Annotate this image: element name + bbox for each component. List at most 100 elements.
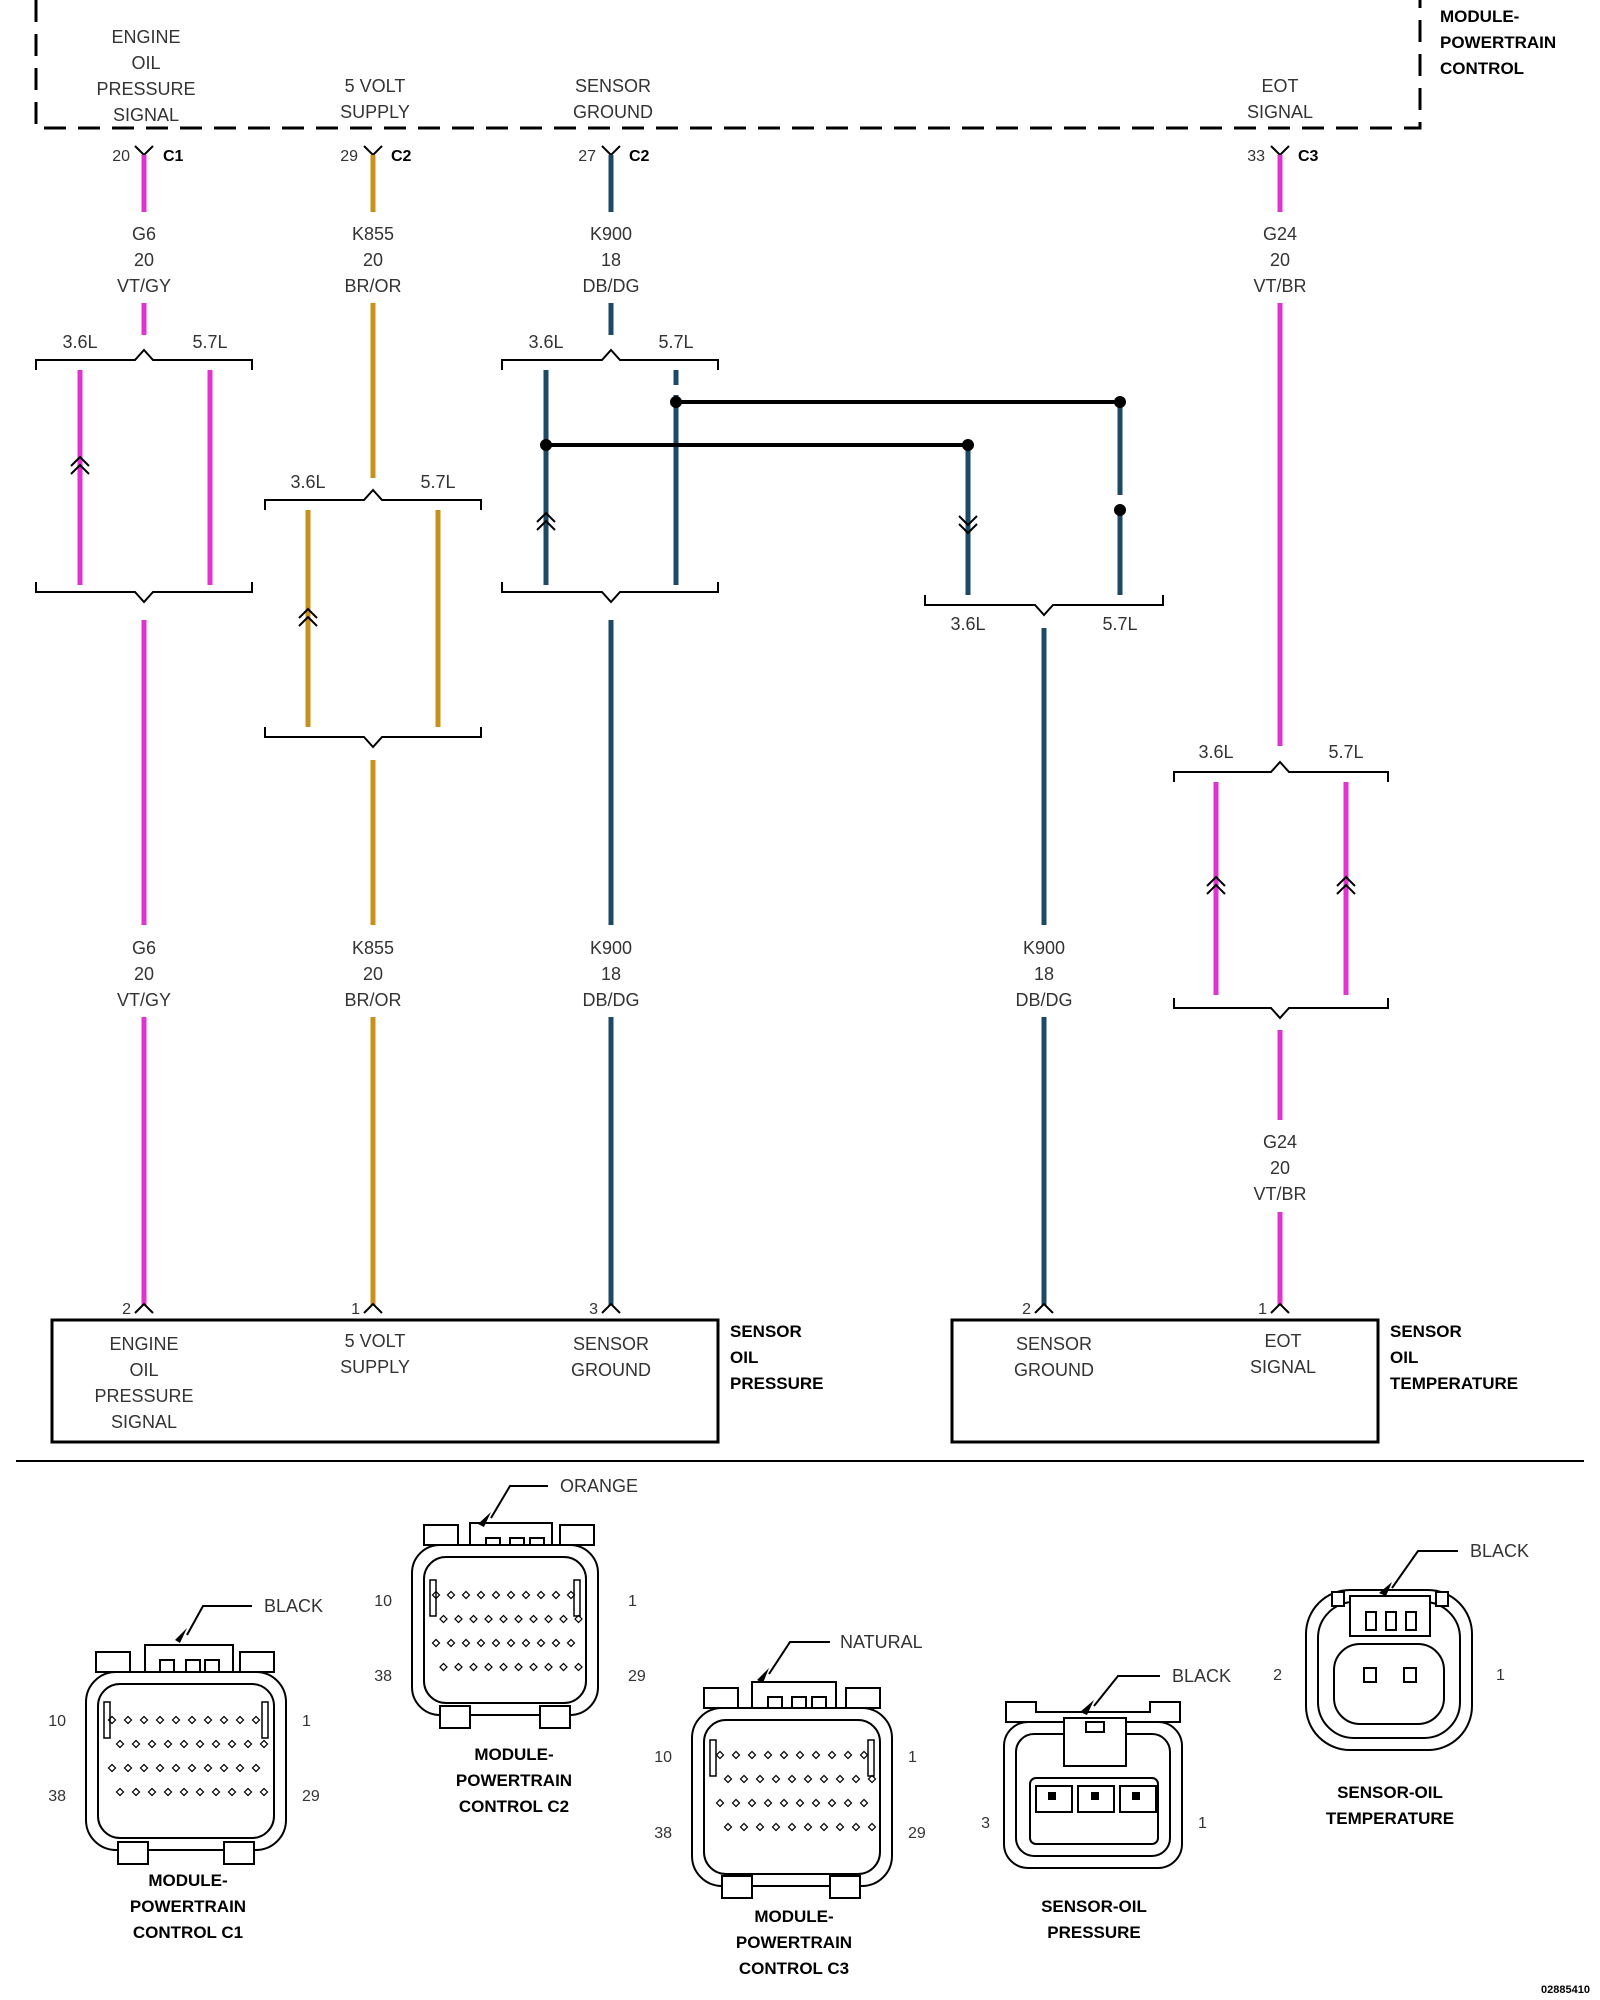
svg-text:20: 20	[363, 250, 383, 270]
svg-text:DB/DG: DB/DG	[1015, 990, 1072, 1010]
svg-text:TEMPERATURE: TEMPERATURE	[1390, 1374, 1518, 1393]
svg-text:5.7L: 5.7L	[1102, 614, 1137, 634]
pin-cavity	[731, 1798, 741, 1808]
svg-text:SENSOR: SENSOR	[730, 1322, 802, 1341]
svg-text:CONTROL C2: CONTROL C2	[459, 1797, 569, 1816]
pcm-pin-label: 5 VOLT	[345, 76, 406, 96]
svg-text:C3: C3	[1298, 148, 1319, 165]
svg-text:20: 20	[363, 964, 383, 984]
pin-cavity	[787, 1774, 797, 1784]
svg-text:1: 1	[908, 1749, 917, 1766]
wire-breaks	[672, 385, 1124, 505]
pin-cavity	[195, 1739, 205, 1749]
pcm-pin-label: SUPPLY	[340, 102, 410, 122]
pin-cavity	[819, 1774, 829, 1784]
pin-cavity	[187, 1763, 197, 1773]
svg-text:DB/DG: DB/DG	[582, 276, 639, 296]
svg-text:18: 18	[601, 250, 621, 270]
variant-braces	[35, 348, 1389, 1020]
svg-text:OIL: OIL	[129, 1360, 158, 1380]
svg-text:SUPPLY: SUPPLY	[340, 1357, 410, 1377]
pin-cavity	[484, 1614, 493, 1624]
pin-cavity	[867, 1822, 877, 1832]
pin-cavity	[107, 1763, 117, 1773]
svg-text:POWERTRAIN: POWERTRAIN	[736, 1933, 852, 1952]
pcm-pin-label: SIGNAL	[113, 105, 179, 125]
pin-cavity	[469, 1662, 478, 1672]
pin-cavity	[115, 1739, 125, 1749]
pin-cavity	[755, 1822, 765, 1832]
pin-cavity	[739, 1774, 749, 1784]
wire-labels: G6 20 VT/GY K855 20 BR/OR K900 18 DB/DG …	[117, 224, 1307, 1204]
svg-text:29: 29	[908, 1825, 926, 1842]
pin-cavity	[131, 1739, 141, 1749]
svg-text:OIL: OIL	[730, 1348, 758, 1367]
svg-text:3: 3	[589, 1301, 598, 1318]
pin-cavity	[715, 1798, 725, 1808]
pin-cavity	[835, 1822, 845, 1832]
pin-cavity	[843, 1798, 853, 1808]
connector-view-pcm-c3: NATURAL 10 38 1 29 MODULE- POWERTRAIN CO…	[654, 1632, 926, 1978]
pcm-title-line3: CONTROL	[1440, 59, 1524, 78]
pcm-title-line2: POWERTRAIN	[1440, 33, 1556, 52]
pin-cavity	[171, 1715, 181, 1725]
svg-text:18: 18	[601, 964, 621, 984]
sensor-oil-pressure: 2 1 3 ENGINE OIL PRESSURE SIGNAL 5 VOLT …	[50, 1301, 824, 1444]
pcm-module: MODULE- POWERTRAIN CONTROL ENGINE OIL PR…	[34, 0, 1556, 165]
svg-text:SENSOR: SENSOR	[573, 1334, 649, 1354]
pin-cavity	[179, 1739, 189, 1749]
svg-text:SENSOR-OIL: SENSOR-OIL	[1337, 1783, 1443, 1802]
pin-cavity	[446, 1590, 456, 1600]
svg-text:10: 10	[48, 1713, 66, 1730]
svg-text:C2: C2	[629, 148, 650, 165]
svg-text:38: 38	[654, 1825, 672, 1842]
pin-cavity	[446, 1638, 456, 1648]
pin-cavity	[551, 1590, 561, 1600]
pin-cavity	[431, 1590, 441, 1600]
svg-text:SIGNAL: SIGNAL	[111, 1412, 177, 1432]
svg-text:NATURAL: NATURAL	[840, 1632, 923, 1652]
pin-cavity	[163, 1739, 173, 1749]
pin-cavity	[566, 1590, 576, 1600]
pin-cavity	[147, 1739, 157, 1749]
pin-cavity	[559, 1662, 568, 1672]
pin-cavity	[715, 1750, 725, 1760]
pin-cavity	[755, 1774, 765, 1784]
svg-text:20: 20	[134, 250, 154, 270]
svg-text:ORANGE: ORANGE	[560, 1476, 638, 1496]
sot-pin-2: 2	[1022, 1301, 1054, 1318]
wire-g6	[77, 155, 213, 1305]
pin-cavity	[514, 1614, 523, 1624]
pin-cavity	[115, 1787, 125, 1797]
c1-pin-grid	[107, 1715, 269, 1797]
pin-cavity	[259, 1787, 269, 1797]
svg-text:SENSOR-OIL: SENSOR-OIL	[1041, 1897, 1147, 1916]
pin-cavity	[107, 1715, 117, 1725]
pin-cavity	[147, 1787, 157, 1797]
svg-text:G6: G6	[132, 224, 156, 244]
svg-text:PRESSURE: PRESSURE	[94, 1386, 193, 1406]
svg-text:1: 1	[628, 1593, 637, 1610]
svg-text:VT/GY: VT/GY	[117, 990, 171, 1010]
svg-text:K900: K900	[590, 224, 632, 244]
sop-pin-1: 1	[351, 1301, 383, 1318]
pin-cavity	[491, 1590, 501, 1600]
pin-cavity	[771, 1774, 781, 1784]
pin-cavity	[843, 1750, 853, 1760]
pin-cavity	[235, 1715, 245, 1725]
pcm-pin-27: 27 C2	[578, 145, 650, 165]
svg-text:PRESSURE: PRESSURE	[1047, 1923, 1141, 1942]
svg-text:GROUND: GROUND	[571, 1360, 651, 1380]
svg-text:C2: C2	[391, 148, 412, 165]
svg-text:29: 29	[628, 1668, 646, 1685]
pin-cavity	[476, 1590, 486, 1600]
pin-cavity	[551, 1638, 561, 1648]
pin-cavity	[499, 1662, 508, 1672]
svg-text:BLACK: BLACK	[264, 1596, 323, 1616]
pin-cavity	[544, 1614, 553, 1624]
pin-cavity	[131, 1787, 141, 1797]
splice-connections	[540, 396, 1126, 516]
svg-text:3: 3	[981, 1815, 990, 1832]
pcm-pin-label: SIGNAL	[1247, 102, 1313, 122]
